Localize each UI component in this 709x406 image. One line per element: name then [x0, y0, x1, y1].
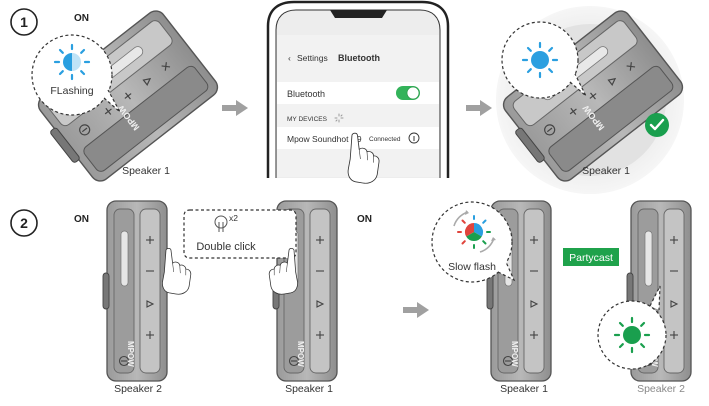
bluetooth-page-title: Bluetooth: [338, 53, 380, 63]
smartphone: ‹ Settings Bluetooth Bluetooth MY DEVICE…: [266, 0, 450, 184]
speaker-1-caption-left: Speaker 1: [122, 165, 170, 177]
flashing-led-callout: FLashing: [31, 34, 121, 116]
step2-number: 2: [20, 215, 28, 231]
bluetooth-row: [277, 82, 439, 104]
finger-tap-icon: [214, 215, 228, 232]
step-number-icon: [10, 8, 38, 36]
back-chevron[interactable]: ‹: [288, 53, 291, 63]
speaker-2-caption-right-group: Speaker 2: [637, 383, 685, 395]
step-number-icon: [10, 209, 38, 237]
step1-number-badge: 1: [10, 8, 38, 36]
speaker-1-caption-middle: Speaker 1: [285, 383, 333, 395]
slow-flash-label: Slow flash: [448, 261, 496, 273]
double-click-label: Double click: [196, 241, 256, 253]
my-devices-header: MY DEVICES: [287, 116, 328, 123]
arrow-right-icon: [466, 100, 492, 116]
speaker-2-left: [102, 200, 168, 382]
arrow-right-icon: [403, 302, 429, 318]
info-icon[interactable]: [408, 132, 420, 144]
led-light-icon: [613, 316, 651, 354]
searching-spinner-icon: [334, 113, 344, 123]
led-light-icon: [53, 43, 91, 81]
led-light-icon: [521, 41, 559, 79]
green-led-callout: [597, 285, 667, 370]
arrow-right-icon: [222, 100, 248, 116]
device-name[interactable]: Mpow Soundhot R9: [287, 134, 362, 144]
speaker-1-caption-right: Speaker 1: [582, 165, 630, 177]
step1-on-label: ON: [74, 13, 89, 24]
speaker-2-caption-left: Speaker 2: [114, 383, 162, 395]
step2-on-label-left: ON: [74, 214, 89, 225]
check-badge-icon: [645, 113, 669, 137]
bluetooth-speaker-icon: [102, 200, 168, 382]
steady-led-callout: [501, 21, 587, 99]
multicolor-led-icon: [453, 210, 496, 253]
device-status: Connected: [369, 136, 401, 143]
double-click-callout: x2 Double click: [183, 209, 297, 259]
step2-number-badge: 2: [10, 209, 38, 237]
step1-number: 1: [20, 14, 28, 30]
settings-back-link[interactable]: Settings: [297, 53, 328, 63]
partycast-badge: Partycast: [563, 248, 619, 266]
speaker-1-caption-right-group: Speaker 1: [500, 383, 548, 395]
tap-count: x2: [229, 213, 238, 223]
slow-flash-callout: Slow flash: [431, 201, 516, 283]
bluetooth-row-label: Bluetooth: [287, 89, 325, 99]
partycast-label: Partycast: [569, 252, 613, 264]
flashing-label: FLashing: [50, 85, 93, 97]
bluetooth-toggle[interactable]: [396, 86, 420, 100]
step2-on-label-right: ON: [357, 214, 372, 225]
